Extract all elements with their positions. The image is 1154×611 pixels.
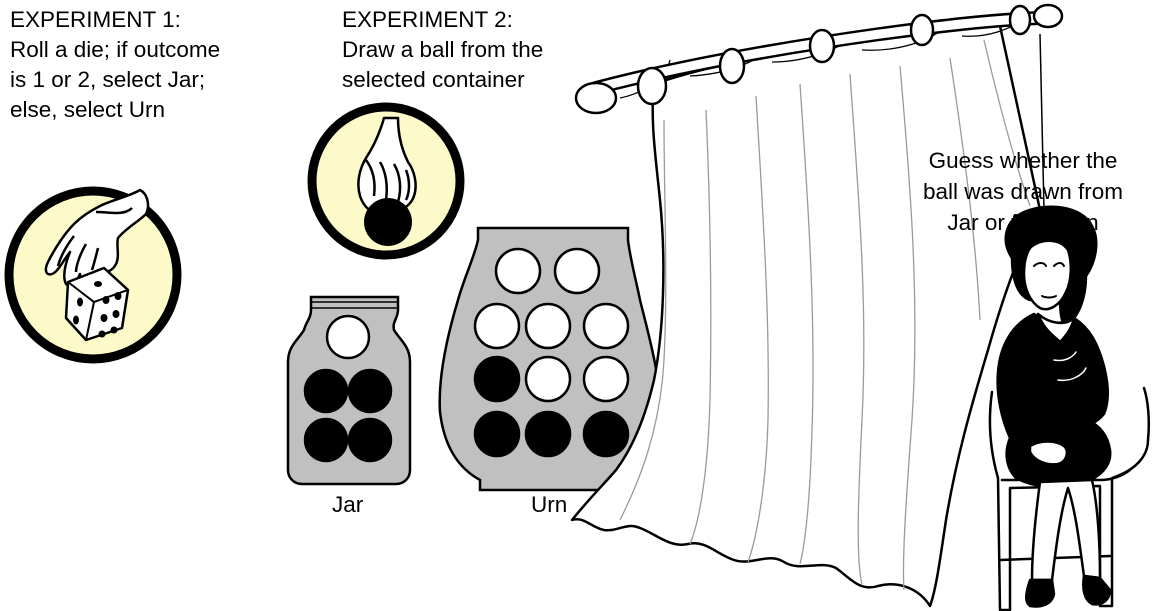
urn-ball-white	[555, 249, 599, 293]
experiment-1-heading: EXPERIMENT 1:	[10, 5, 220, 35]
legs	[1032, 480, 1100, 580]
guess-line: Jar or from Urn	[892, 207, 1154, 238]
jar	[288, 297, 410, 484]
urn-ball-black	[526, 412, 570, 456]
urn-ball-white	[526, 357, 570, 401]
jar-ball-black	[349, 419, 391, 461]
jar-ball-black	[305, 419, 347, 461]
experiment-2-line: selected container	[342, 65, 543, 95]
guess-line: Guess whether the	[892, 145, 1154, 176]
experiment-1-line: Roll a die; if outcome	[10, 35, 220, 65]
drawn-ball	[364, 198, 412, 246]
guess-instruction: Guess whether the ball was drawn from Ja…	[892, 145, 1154, 238]
rod-finial-left	[576, 83, 616, 113]
jar-ball-white	[327, 316, 369, 358]
urn-label: Urn	[531, 492, 567, 518]
jar-ball-black	[349, 370, 391, 412]
urn-ball-black	[475, 357, 519, 401]
urn-ball-black	[584, 412, 628, 456]
experiment-1-line: is 1 or 2, select Jar;	[10, 65, 220, 95]
rod-finial-right	[1034, 5, 1062, 27]
experiment-1-line: else, select Urn	[10, 95, 220, 125]
jar-label: Jar	[332, 492, 363, 518]
urn-ball-black	[475, 412, 519, 456]
experiment-2-text: EXPERIMENT 2: Draw a ball from the selec…	[342, 5, 543, 95]
seated-woman-figure	[990, 207, 1149, 610]
urn-ball-white	[584, 304, 628, 348]
urn-ball-white	[526, 304, 570, 348]
urn-ball-white	[475, 304, 519, 348]
guess-line: ball was drawn from	[892, 176, 1154, 207]
shoes	[1026, 576, 1110, 607]
urn-ball-white	[496, 249, 540, 293]
urn-ball-white	[584, 357, 628, 401]
draw-medallion	[312, 107, 460, 255]
experiment-2-heading: EXPERIMENT 2:	[342, 5, 543, 35]
experiment-1-text: EXPERIMENT 1: Roll a die; if outcome is …	[10, 5, 220, 125]
experiment-2-line: Draw a ball from the	[342, 35, 543, 65]
jar-ball-black	[305, 370, 347, 412]
die-medallion	[9, 190, 177, 359]
